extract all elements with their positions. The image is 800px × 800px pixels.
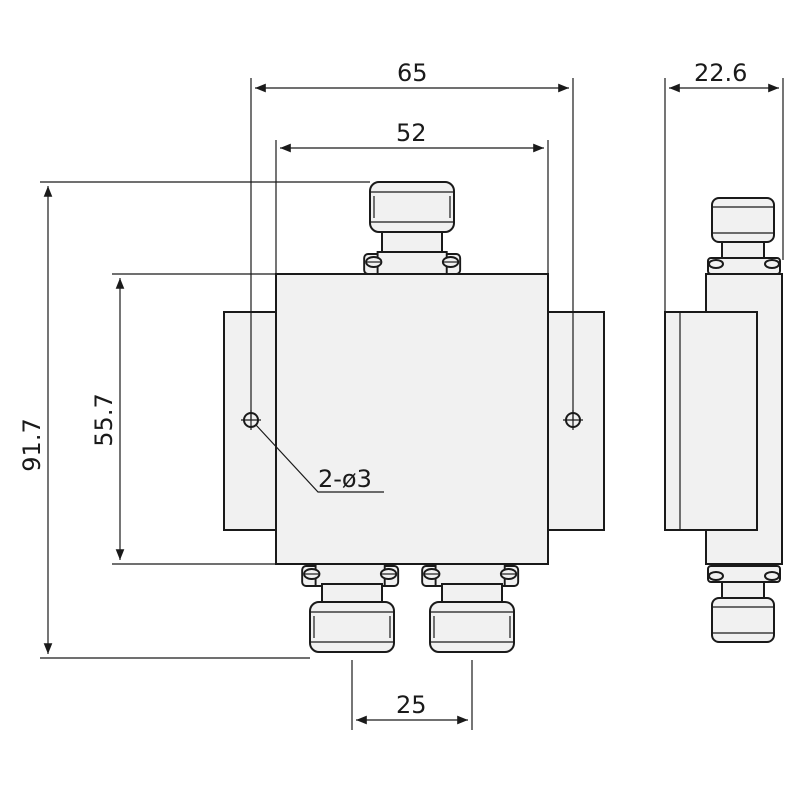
bottom-connector-left [301,563,400,653]
dim-label-52: 52 [396,119,427,147]
side-bottom-connector [707,565,781,643]
dim-label-22-6: 22.6 [694,59,747,87]
side-top-connector [707,197,781,275]
dim-label-91-7: 91.7 [18,418,46,471]
front-view: 2-ø3 [223,181,605,653]
dim-label-65: 65 [397,59,428,87]
top-connector [369,181,455,233]
main-housing [275,273,549,565]
bottom-connector-right [421,563,520,653]
side-view [664,197,783,643]
dimension-lines: 65 52 91.7 55.7 25 22.6 [18,59,784,730]
dim-label-25: 25 [396,691,427,719]
hole-leader [255,424,384,493]
dim-label-55-7: 55.7 [90,393,118,446]
side-plate [664,311,758,531]
hole-callout-label: 2-ø3 [318,465,372,493]
